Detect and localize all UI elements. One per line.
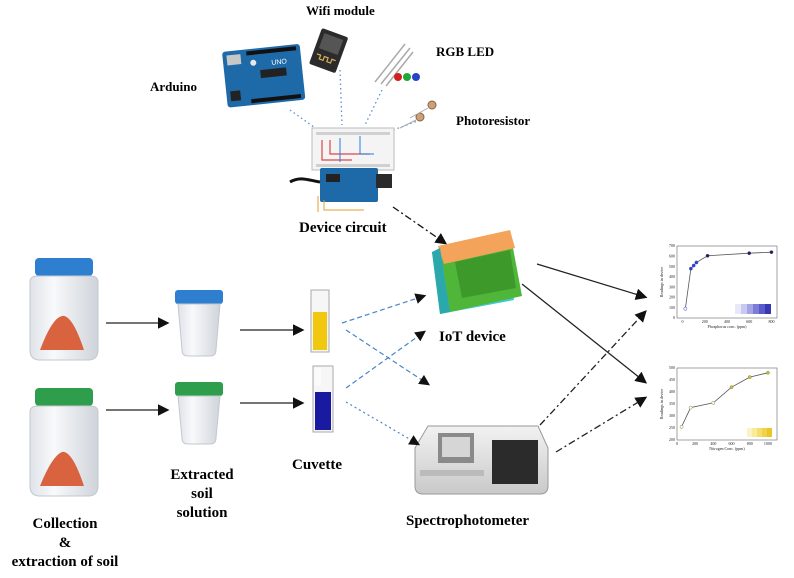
plot1-data-point	[694, 260, 699, 265]
flow-arrows-blue	[341, 293, 431, 446]
plot1-ytick-label: 0	[673, 315, 675, 320]
arduino-board-icon: UNO	[222, 44, 306, 108]
plot2-series-line	[681, 372, 769, 427]
label-collection-extraction: Collection & extraction of soil	[0, 515, 130, 572]
jar-blue-lid-icon	[29, 258, 99, 361]
plot2-frame	[676, 367, 778, 441]
plot1-ytick-label: 500	[669, 264, 675, 269]
jar-green-lid-icon	[29, 388, 99, 497]
label-iot-device: IoT device	[439, 329, 506, 345]
cuvette-yellow-icon	[310, 289, 330, 353]
plot1-ytick-label: 300	[669, 284, 675, 289]
label-extracted-line3: solution	[176, 505, 228, 521]
label-collection-line3: extraction of soil	[11, 554, 119, 570]
plot1-data-point	[705, 253, 710, 258]
wifi-module-icon	[309, 28, 348, 73]
label-extracted-soil-solution: Extracted soil solution	[152, 466, 252, 523]
plot1-ytick-label: 200	[669, 295, 675, 300]
container-blue-lid-icon	[175, 290, 223, 357]
device-circuit-icon	[289, 127, 395, 212]
label-extracted-line2: soil	[191, 486, 213, 502]
label-photoresistor: Photoresistor	[456, 113, 531, 128]
phosphorus-chart: 0 200 400 600 800 0 100 200 300 400 500 600 700 Pho…	[655, 240, 785, 332]
plot2-ytick-label: 400	[669, 389, 675, 394]
plot2-ytick-label: 500	[669, 365, 675, 370]
plot1-ytick-label: 700	[669, 243, 675, 248]
container-green-lid-icon	[175, 382, 223, 445]
plot2-ytick-label: 450	[669, 377, 675, 382]
label-arduino: Arduino	[150, 79, 197, 94]
plot1-xtick-label: 200	[702, 319, 708, 324]
plot1-ytick-label: 600	[669, 253, 675, 258]
svg-text:UNO: UNO	[271, 58, 288, 67]
plot1-data-point	[691, 263, 696, 268]
plot1-xtick-label: 400	[724, 319, 730, 324]
plot2-ytick-label: 200	[669, 437, 675, 442]
plot1-data-point	[683, 306, 688, 311]
plot1-color-strip	[735, 304, 771, 314]
plot1-data-point	[689, 266, 693, 271]
plot2-data-point	[747, 375, 752, 379]
plot2-xtick-label: 800	[747, 441, 753, 446]
plot2-color-strip	[747, 428, 772, 437]
plot1-data-point	[769, 250, 774, 255]
plot2-ytick-label: 350	[669, 401, 675, 406]
plot2-data-point	[766, 370, 770, 375]
plot1-ytick-label: 400	[669, 274, 675, 279]
label-cuvette: Cuvette	[292, 457, 342, 473]
label-wifi-module: Wifi module	[306, 3, 375, 18]
label-spectrophotometer: Spectrophotometer	[406, 513, 530, 529]
plot2-ytick-label: 250	[669, 425, 675, 430]
label-collection-line1: Collection	[32, 516, 98, 532]
iot-device-icon	[432, 230, 522, 314]
label-collection-line2: &	[58, 535, 72, 551]
cuvette-blue-icon	[312, 365, 334, 433]
plot1-xlabel: Phosphorus conc. (ppm)	[708, 324, 748, 329]
plot2-ylabel: Readings in device	[659, 389, 664, 420]
plot2-data-point	[688, 405, 693, 410]
plot2-data-point	[711, 400, 716, 405]
plot2-xtick-label: 600	[729, 441, 735, 446]
label-rgb-led: RGB LED	[436, 44, 495, 59]
arrow-circuit-to-iot	[392, 206, 448, 245]
plot1-xtick-label: 0	[682, 319, 684, 324]
label-device-circuit: Device circuit	[299, 220, 387, 236]
plot2-xlabel: Nitrogen Conc. (ppm)	[709, 446, 745, 451]
flow-arrows-dashdot	[539, 310, 648, 453]
plot1-data-point	[747, 251, 752, 256]
plot1-frame	[676, 245, 778, 319]
flow-arrows-solid	[106, 263, 648, 416]
plot2-xtick-label: 200	[692, 441, 698, 446]
plot2-data-point	[679, 424, 684, 429]
plot2-data-point	[729, 385, 734, 390]
component-connectors	[289, 69, 421, 136]
plot2-xtick-label: 400	[710, 441, 716, 446]
plot1-ylabel: Readings in device	[659, 267, 664, 298]
spectrophotometer-icon	[414, 425, 549, 495]
photoresistor-icon	[399, 100, 437, 129]
plot2-xtick-label: 0	[676, 441, 678, 446]
plot2-ytick-label: 300	[669, 413, 675, 418]
rgb-led-icon	[374, 43, 420, 87]
label-extracted-line1: Extracted	[170, 467, 234, 483]
plot2-xtick-label: 1000	[764, 441, 772, 446]
plot1-xtick-label: 800	[768, 319, 774, 324]
plot1-ytick-label: 100	[669, 305, 675, 310]
plot1-xtick-label: 600	[746, 319, 752, 324]
